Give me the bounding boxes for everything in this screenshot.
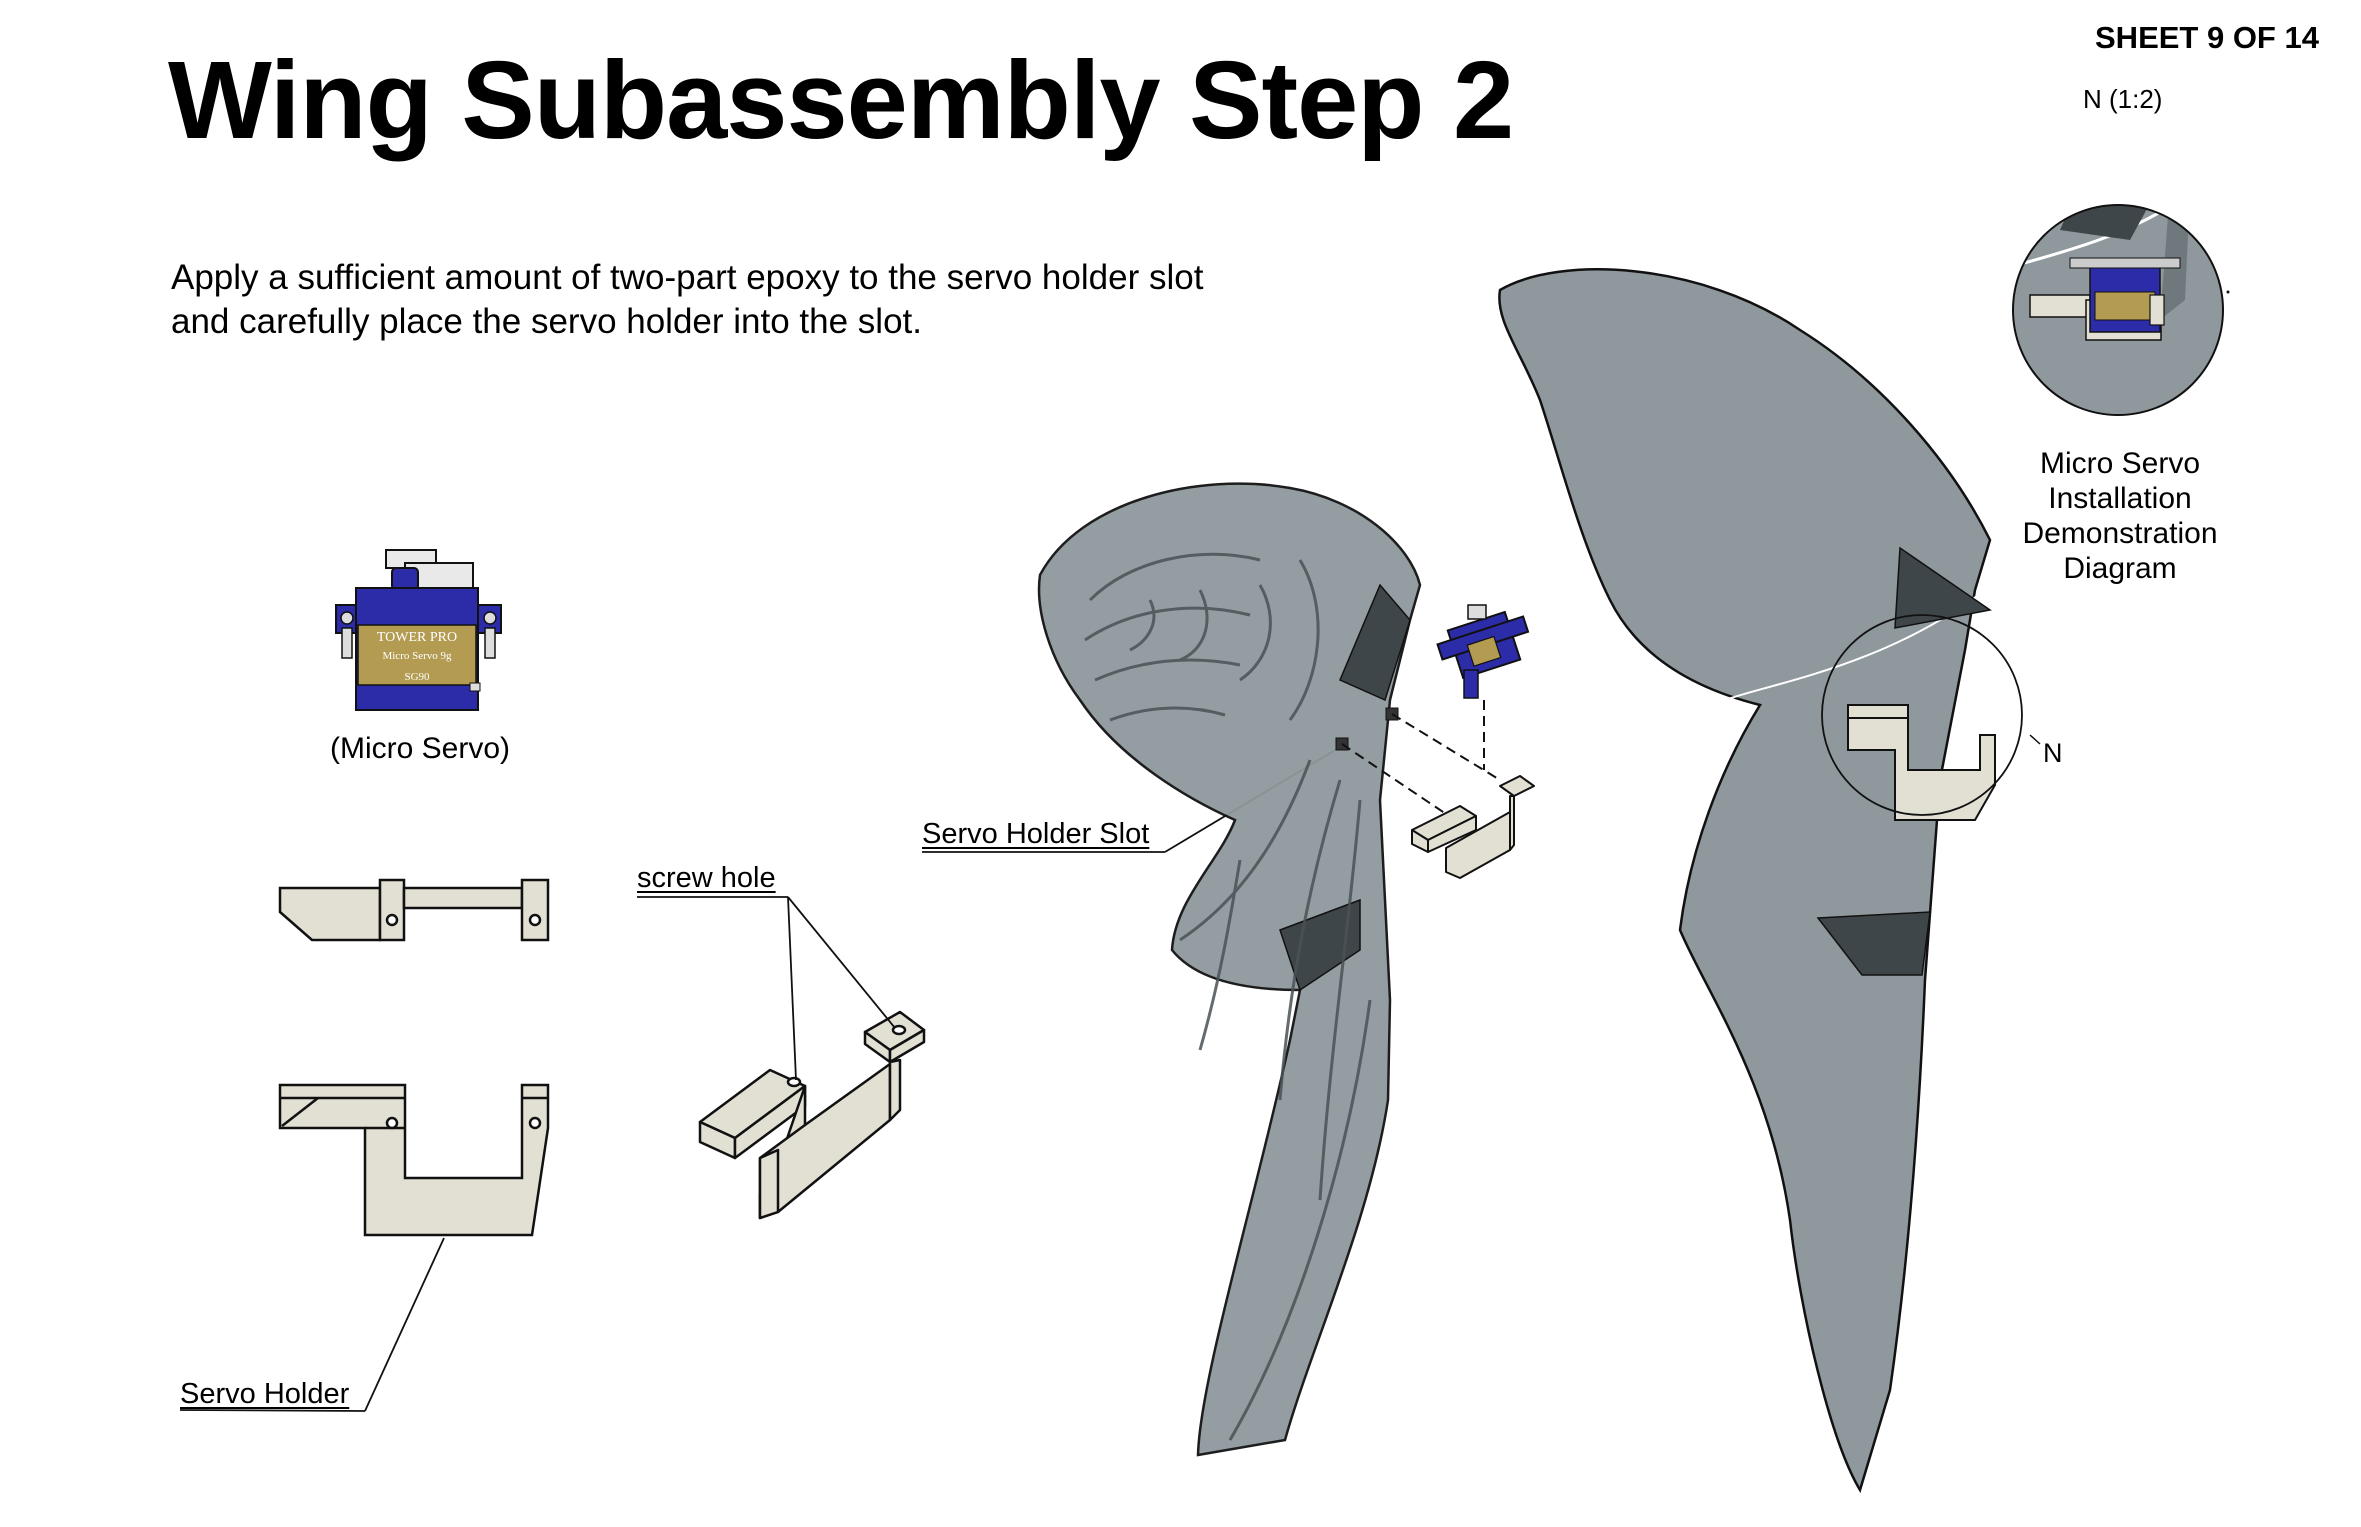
detail-caption: Micro Servo Installation Demonstration D… xyxy=(2022,447,2218,585)
instruction-text: Apply a sufficient amount of two-part ep… xyxy=(171,256,1471,344)
servo-model-text: Micro Servo 9g xyxy=(382,650,452,662)
instruction-line-2: and carefully place the servo holder int… xyxy=(171,302,922,341)
exploded-servo-holder xyxy=(1411,775,1535,879)
wing-left-perspective xyxy=(1037,482,1422,1457)
screw-hole-label: screw hole xyxy=(637,862,776,894)
servo-code-text: SG90 xyxy=(404,671,430,683)
servo-holder-isometric xyxy=(698,1010,926,1220)
instruction-line-1: Apply a sufficient amount of two-part ep… xyxy=(171,258,1204,297)
page-title: Wing Subassembly Step 2 xyxy=(168,39,1514,162)
assembly-dashed-lines xyxy=(1341,700,1501,821)
servo-holder-slot-label: Servo Holder Slot xyxy=(922,818,1150,850)
exploded-servo-icon xyxy=(1436,604,1530,699)
servo-holder-label: Servo Holder xyxy=(180,1378,350,1410)
detail-view-circle xyxy=(2012,204,2230,416)
detail-scale-label: N (1:2) xyxy=(2083,84,2163,114)
micro-servo-icon: TOWER PRO Micro Servo 9g SG90 xyxy=(335,549,502,711)
servo-brand-text: TOWER PRO xyxy=(377,630,457,645)
micro-servo-caption: (Micro Servo) xyxy=(329,732,510,765)
servo-holder-front-view xyxy=(278,1083,550,1237)
detail-marker-label: N xyxy=(2043,738,2063,768)
servo-holder-top-view xyxy=(278,878,550,942)
wing-right-flat xyxy=(1498,268,2041,1494)
sheet-number: SHEET 9 OF 14 xyxy=(2095,20,2319,55)
